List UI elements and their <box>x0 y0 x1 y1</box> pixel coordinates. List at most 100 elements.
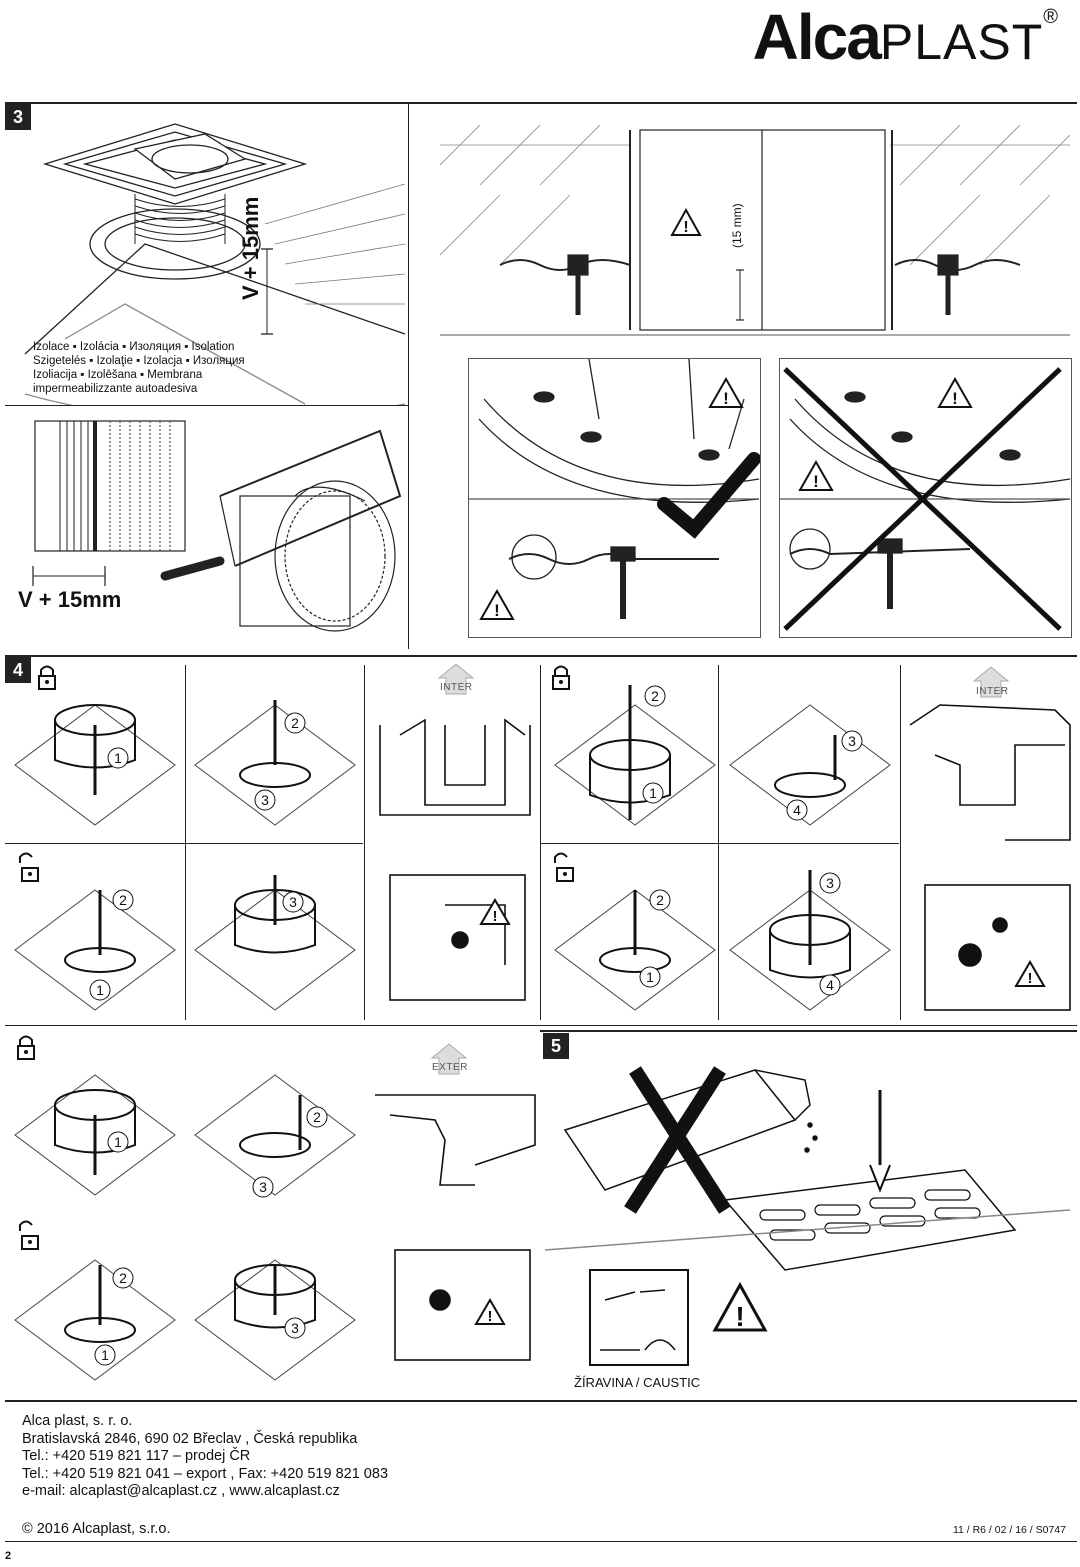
incorrect-install-panel: ! ! <box>779 358 1072 638</box>
up-arrow-icon <box>437 663 475 695</box>
company-line: e-mail: alcaplast@alcaplast.cz , www.alc… <box>22 1483 340 1499</box>
lock-open-icon <box>554 852 574 882</box>
isolation-line: Izoliacija ▪ Izolēšana ▪ Membrana <box>33 369 203 381</box>
divider <box>541 843 899 844</box>
svg-text:3: 3 <box>291 1320 299 1336</box>
warning-icon: ! <box>479 588 515 620</box>
saw-cutting-illustration <box>32 420 402 632</box>
company-line: Tel.: +420 519 821 117 – prodej ČR <box>22 1448 251 1464</box>
svg-text:3: 3 <box>848 733 856 749</box>
svg-text:1: 1 <box>114 1134 122 1150</box>
divider <box>5 843 363 844</box>
correct-install-panel: ! ! <box>468 358 761 638</box>
svg-text:4: 4 <box>826 977 834 993</box>
lock-closed-icon <box>38 665 56 690</box>
svg-text:1: 1 <box>96 982 104 998</box>
lock-closed-icon <box>552 665 570 690</box>
section-4-rule <box>5 655 1077 657</box>
exter-label: EXTER <box>432 1062 468 1073</box>
svg-text:!: ! <box>735 1301 744 1332</box>
svg-text:!: ! <box>1028 970 1033 987</box>
inter-tag-right <box>972 663 1010 704</box>
company-line: Bratislavská 2846, 690 02 Břeclav , Česk… <box>22 1430 358 1447</box>
footer-bottom-rule <box>5 1541 1077 1542</box>
section-3-number: 3 <box>5 104 31 130</box>
svg-text:1: 1 <box>101 1347 109 1363</box>
caustic-pictogram <box>589 1269 689 1366</box>
lock-open-icon <box>19 1220 39 1250</box>
cross-icon <box>783 367 1062 631</box>
company-line: Tel.: +420 519 821 041 – export , Fax: +… <box>22 1465 389 1482</box>
svg-text:3: 3 <box>826 875 834 891</box>
lock-closed-icon <box>17 1035 35 1060</box>
cross-section-illustration: ! <box>440 125 1070 345</box>
inter-tag-left <box>437 660 475 701</box>
section-3-rule <box>5 102 1077 104</box>
divider <box>5 405 408 406</box>
incorrect-install-drawing: ! ! <box>780 367 1071 631</box>
brand-bold: Alca <box>752 1 882 73</box>
divider <box>5 1025 1077 1026</box>
isolation-line: Szigetelés ▪ Izolaţie ▪ Izolacja ▪ Изоля… <box>33 355 245 367</box>
company-line: Alca plast, s. r. o. <box>22 1413 133 1429</box>
isolation-line: impermeabilizzante autoadesiva <box>33 383 198 395</box>
correct-install-drawing: ! ! <box>469 358 761 620</box>
copyright: © 2016 Alcaplast, s.r.o. <box>22 1521 171 1537</box>
svg-text:1: 1 <box>114 750 122 766</box>
svg-text:2: 2 <box>291 715 299 731</box>
up-arrow-icon <box>430 1043 468 1075</box>
svg-text:3: 3 <box>289 894 297 910</box>
isolation-label-block: Izolace ▪ Izolácia ▪ Изоляция ▪ Isolatio… <box>33 340 263 396</box>
warning-icon: ! <box>474 1298 506 1325</box>
svg-text:!: ! <box>488 1308 493 1325</box>
section-5-number: 5 <box>543 1033 569 1059</box>
checkmark-icon <box>657 452 761 539</box>
isolation-line: Izolace ▪ Izolácia ▪ Изоляция ▪ Isolatio… <box>33 341 235 353</box>
page-number: 2 <box>5 1550 12 1562</box>
cross-icon <box>624 1066 731 1214</box>
divider <box>718 665 719 1020</box>
svg-text:!: ! <box>952 389 958 408</box>
company-address-block: Alca plast, s. r. o. Bratislavská 2846, … <box>22 1413 388 1501</box>
v15-vertical-label: V + 15mm <box>238 196 263 300</box>
warning-icon: ! <box>798 459 834 491</box>
section-5-drawing: ! <box>545 1066 1070 1366</box>
svg-text:2: 2 <box>119 1270 127 1286</box>
warning-icon: ! <box>712 1281 768 1332</box>
warning-icon: ! <box>479 898 511 925</box>
divider <box>900 665 901 1020</box>
divider <box>540 665 541 1020</box>
section-4-steps-drawing: 1 2 3 2 1 3 2 1 3 4 2 1 3 4 1 2 3 2 1 3 … <box>14 685 1071 1381</box>
divider <box>364 665 365 1020</box>
svg-text:!: ! <box>813 472 819 491</box>
lock-open-icon <box>19 852 39 882</box>
svg-text:!: ! <box>723 389 729 408</box>
svg-text:3: 3 <box>259 1179 267 1195</box>
v15-saw-label: V + 15mm <box>18 587 122 612</box>
svg-text:!: ! <box>493 908 498 925</box>
divider <box>408 104 409 649</box>
dim-15mm-label: (15 mm) <box>730 203 744 248</box>
svg-text:3: 3 <box>261 792 269 808</box>
svg-text:1: 1 <box>649 785 657 801</box>
warning-icon: ! <box>1014 960 1046 987</box>
warning-icon: ! <box>937 376 973 408</box>
svg-text:2: 2 <box>313 1109 321 1125</box>
svg-text:2: 2 <box>651 688 659 704</box>
svg-text:!: ! <box>494 601 500 620</box>
svg-text:1: 1 <box>646 969 654 985</box>
isolation-illustration <box>24 123 406 406</box>
section-5-rule <box>540 1030 1077 1032</box>
svg-text:2: 2 <box>119 892 127 908</box>
brand-light: PLAST <box>879 14 1044 70</box>
document-id: 11 / R6 / 02 / 16 / S0747 <box>952 1524 1066 1536</box>
divider <box>185 665 186 1020</box>
section-4-number: 4 <box>5 657 31 683</box>
up-arrow-icon <box>972 666 1010 698</box>
svg-text:4: 4 <box>793 802 801 818</box>
svg-text:2: 2 <box>656 892 664 908</box>
warning-icon: ! <box>708 376 744 408</box>
inter-label: INTER <box>976 686 1009 697</box>
caustic-label: ŽÍRAVINA / CAUSTIC <box>574 1375 701 1390</box>
brand-logo: AlcaPLAST® <box>753 0 1058 74</box>
